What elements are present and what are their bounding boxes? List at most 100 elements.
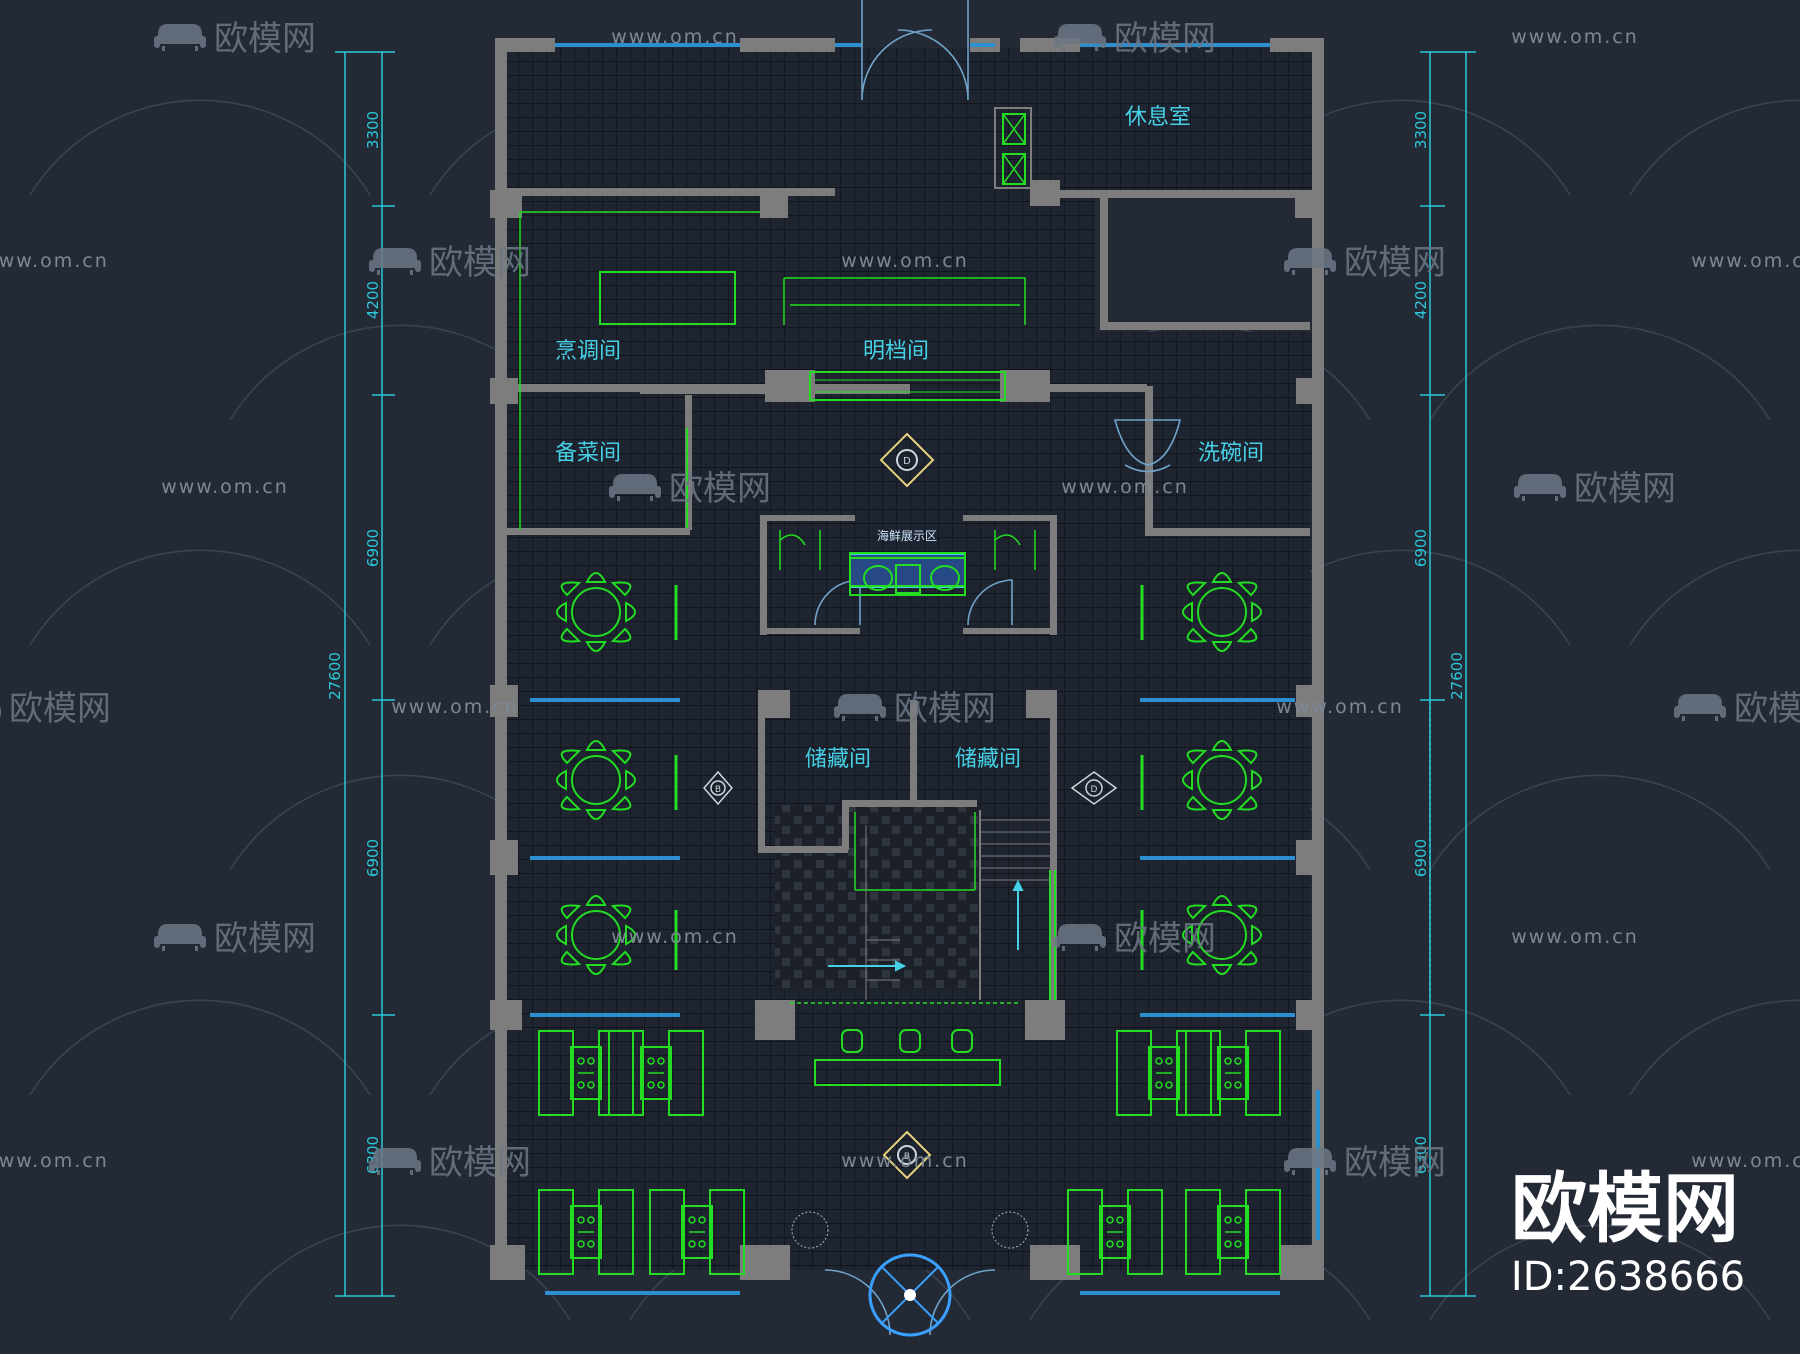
- booth-seat: [668, 1030, 704, 1116]
- floor-tiles: [505, 48, 1312, 1270]
- watermark-logo: 欧模网: [1674, 689, 1800, 729]
- watermarks: 欧模网欧模网欧模网欧模网欧模网欧模网欧模网欧模网欧模网欧模网欧模网欧模网欧模网w…: [0, 19, 1800, 1183]
- watermark-logo: 欧模网: [834, 689, 996, 729]
- watermark-arc: [1629, 99, 1800, 196]
- marker-middle-left-label: B: [715, 785, 721, 795]
- watermark-logo: 欧模网: [154, 19, 316, 59]
- watermark-logo: 欧模网: [1284, 1143, 1446, 1183]
- watermark-brand: 欧模网: [1114, 919, 1216, 959]
- watermark-logo: 欧模网: [1514, 469, 1676, 509]
- watermark-brand: 欧模网: [214, 919, 316, 959]
- dimension-labels: 27600 3300 4200 6900 6900 6300 27600 330…: [326, 111, 1466, 1174]
- fixtures: [519, 107, 1144, 1086]
- dim-left-seg-3: 6900: [364, 529, 382, 567]
- revolving-door: [868, 1253, 952, 1337]
- booth-seat: [1067, 1189, 1103, 1275]
- booth-seat: [608, 1030, 644, 1116]
- watermark-site: www.om.cn: [1511, 26, 1639, 48]
- booth-seat: [1185, 1189, 1221, 1275]
- watermark-brand: 欧模网: [429, 1143, 531, 1183]
- marker-middle-right: [1070, 771, 1118, 805]
- dim-right-total: 27600: [1448, 652, 1466, 700]
- sofa-logo-icon: [369, 248, 421, 275]
- dimension-ticks: [335, 51, 1476, 1297]
- label-seafood-display: 海鲜展示区: [877, 528, 937, 543]
- booth-seat: [538, 1189, 574, 1275]
- watermark-site: www.om.cn: [1691, 250, 1800, 272]
- dim-right-seg-1: 3300: [1412, 111, 1430, 149]
- booth-unit: [1185, 1030, 1281, 1116]
- watermark-site: www.om.cn: [1061, 476, 1189, 498]
- watermark-site: www.om.cn: [611, 26, 739, 48]
- watermark-logo: 欧模网: [1284, 243, 1446, 283]
- watermark-arc: [1629, 999, 1800, 1096]
- sofa-logo-icon: [0, 694, 1, 721]
- stair-arrows: [828, 879, 1024, 972]
- sofa-logo-icon: [1514, 474, 1566, 501]
- booth-seat: [598, 1189, 634, 1275]
- booth-seat: [538, 1030, 574, 1116]
- label-rest-room: 休息室: [1125, 105, 1191, 130]
- watermark-brand: 欧模网: [1344, 243, 1446, 283]
- booth-seat: [1245, 1030, 1281, 1116]
- watermark-site: www.om.cn: [0, 250, 109, 272]
- booth-seat: [1127, 1189, 1163, 1275]
- marker-upper-center-label: D: [903, 456, 911, 467]
- booth-seating: [538, 1030, 1281, 1275]
- watermark-arc: [1429, 324, 1771, 421]
- windows: [530, 43, 1320, 1295]
- watermark-arc: [229, 1224, 571, 1321]
- watermark-logo: 欧模网: [1054, 919, 1216, 959]
- watermark-site: www.om.cn: [391, 696, 519, 718]
- watermark-brand: 欧模网: [1114, 19, 1216, 59]
- watermark-id: ID:2638666: [1511, 1254, 1745, 1300]
- dim-left-total: 27600: [326, 652, 344, 700]
- watermark-logo: 欧模网: [369, 243, 531, 283]
- marker-middle-right-label: D: [1091, 785, 1098, 795]
- dim-right-seg-4: 6900: [1412, 839, 1430, 877]
- booth-seat: [709, 1189, 745, 1275]
- watermark-arc: [1429, 1224, 1771, 1321]
- dim-left-seg-2: 4200: [364, 281, 382, 319]
- booth-unit: [608, 1030, 704, 1116]
- watermark-site: www.om.cn: [611, 926, 739, 948]
- walls: [490, 38, 1324, 1280]
- watermark-logo: 欧模网: [369, 1143, 531, 1183]
- sofa-logo-icon: [1284, 248, 1336, 275]
- label-cooking-room: 烹调间: [555, 339, 621, 364]
- dim-right-seg-3: 6900: [1412, 529, 1430, 567]
- watermark-brand: 欧模网: [1574, 469, 1676, 509]
- watermark-brand: 欧模网: [1344, 1143, 1446, 1183]
- watermark-logo: 欧模网: [1054, 19, 1216, 59]
- watermark-site: www.om.cn: [1691, 1150, 1800, 1172]
- room-labels: 休息室 烹调间 明档间 备菜间 洗碗间 储藏间 储藏间 海鲜展示区: [555, 105, 1264, 772]
- label-storage-left: 储藏间: [805, 747, 871, 772]
- dim-left-seg-1: 3300: [364, 111, 382, 149]
- booth-unit: [1185, 1189, 1281, 1275]
- watermark-site: www.om.cn: [161, 476, 289, 498]
- marker-middle-left: [703, 770, 733, 806]
- label-dish-washing: 洗碗间: [1198, 441, 1264, 466]
- booth-unit: [538, 1189, 634, 1275]
- watermark-logo: 欧模网: [609, 469, 771, 509]
- watermark-brand: 欧模网: [1734, 689, 1800, 729]
- watermark-brand: 欧模网: [214, 19, 316, 59]
- watermark-site: www.om.cn: [0, 1150, 109, 1172]
- watermark-brand: 欧模网: [429, 243, 531, 283]
- dim-right-seg-5: 6300: [1412, 1136, 1430, 1174]
- watermark-arc: [1629, 549, 1800, 646]
- booth-seat: [1116, 1030, 1152, 1116]
- label-storage-right: 储藏间: [955, 747, 1021, 772]
- watermark-arc: [29, 99, 371, 196]
- watermark-logo: 欧模网: [0, 689, 111, 729]
- dim-left-seg-4: 6900: [364, 839, 382, 877]
- watermark-brand: 欧模网: [9, 689, 111, 729]
- booth-seat: [1245, 1189, 1281, 1275]
- watermark-logo: 欧模网: [154, 919, 316, 959]
- marker-lower-center: [882, 1130, 932, 1180]
- watermark-brand: 欧模网: [894, 689, 996, 729]
- sofa-logo-icon: [154, 24, 206, 51]
- booth-unit: [1067, 1189, 1163, 1275]
